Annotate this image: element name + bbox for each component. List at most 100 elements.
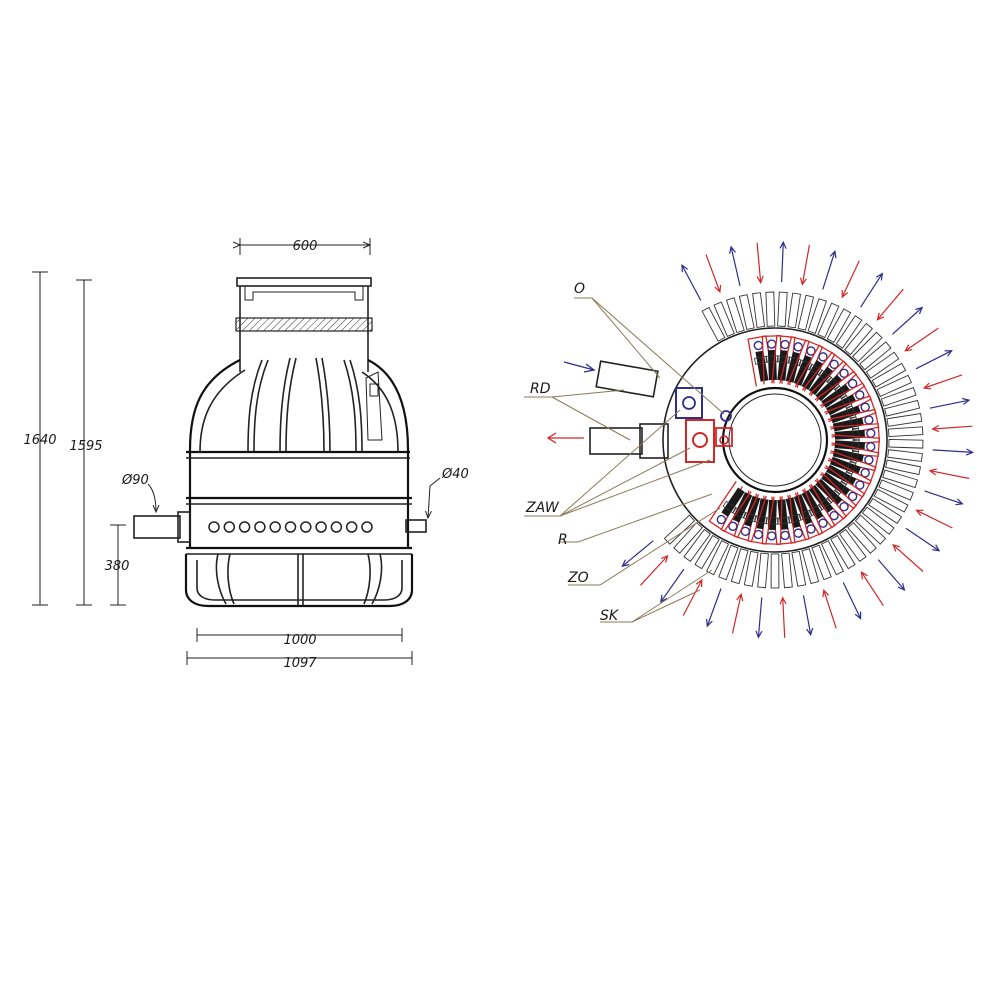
perforation-hole bbox=[300, 521, 312, 533]
radial-fins bbox=[663, 291, 924, 589]
radial-fin bbox=[663, 514, 696, 545]
radial-fin bbox=[844, 322, 873, 356]
perforation-hole bbox=[254, 521, 266, 533]
radial-fin bbox=[797, 294, 815, 331]
flow-arrows bbox=[621, 240, 974, 639]
dim-top-width: 600 bbox=[293, 239, 318, 254]
radial-fin bbox=[851, 331, 883, 363]
perforation-row bbox=[208, 521, 373, 533]
radial-fin bbox=[884, 399, 921, 417]
radial-fin bbox=[817, 302, 840, 339]
zaw-pipe bbox=[589, 427, 643, 455]
flow-arrow bbox=[932, 449, 973, 453]
radial-fin bbox=[781, 552, 793, 589]
perforation-hole bbox=[345, 521, 358, 533]
radial-fin bbox=[859, 341, 892, 371]
flow-arrow bbox=[905, 327, 939, 352]
module-segment bbox=[708, 481, 752, 533]
left-flow-arrows bbox=[546, 361, 596, 444]
radial-fin bbox=[777, 291, 788, 327]
label-sk: SK bbox=[600, 608, 620, 624]
inner-core bbox=[721, 386, 829, 494]
radial-fin bbox=[801, 548, 820, 585]
radial-fin bbox=[673, 522, 703, 554]
flow-arrow bbox=[905, 527, 940, 552]
flow-arrow bbox=[823, 590, 837, 629]
radial-fin bbox=[807, 298, 827, 334]
flow-arrow bbox=[706, 588, 722, 627]
red-distributor bbox=[685, 419, 715, 463]
radial-fin bbox=[847, 522, 877, 554]
radial-fin bbox=[765, 291, 776, 327]
radial-fin bbox=[705, 540, 730, 576]
radial-fin bbox=[880, 387, 917, 407]
flow-arrow bbox=[757, 597, 763, 638]
flow-arrow bbox=[932, 425, 973, 430]
label-rd: RD bbox=[530, 381, 551, 397]
label-zo: ZO bbox=[567, 570, 589, 586]
flow-arrow bbox=[860, 571, 884, 607]
radial-fin bbox=[770, 553, 780, 589]
leader-lines bbox=[524, 297, 725, 623]
flow-arrow bbox=[640, 555, 669, 586]
dim-height-inner: 1595 bbox=[69, 439, 102, 454]
blue-distributor bbox=[675, 387, 703, 419]
radial-fin bbox=[730, 548, 749, 585]
flow-arrow bbox=[660, 568, 685, 603]
flow-arrow bbox=[876, 288, 904, 321]
perforation-hole bbox=[238, 521, 251, 533]
radial-fin bbox=[838, 528, 867, 563]
hatched-collar bbox=[235, 317, 373, 332]
radial-fin bbox=[830, 534, 856, 570]
flow-arrow bbox=[682, 579, 703, 616]
flow-arrow bbox=[705, 254, 721, 293]
flow-arrow bbox=[801, 244, 810, 285]
inlet-pipe bbox=[133, 515, 181, 539]
radial-fin bbox=[752, 292, 766, 328]
radial-fin bbox=[701, 306, 726, 342]
radial-fin bbox=[873, 488, 909, 513]
perforation-hole bbox=[269, 521, 281, 533]
flow-arrow bbox=[860, 273, 883, 308]
radial-fin bbox=[876, 374, 912, 397]
label-r: R bbox=[558, 532, 568, 548]
perforation-hole bbox=[361, 521, 373, 533]
radial-fin bbox=[811, 544, 832, 581]
radial-fin bbox=[861, 506, 895, 535]
flow-arrow bbox=[929, 470, 970, 480]
perforation-hole bbox=[223, 521, 236, 533]
flow-arrow bbox=[681, 264, 702, 301]
radial-fin bbox=[885, 459, 922, 476]
flow-arrow bbox=[782, 597, 786, 638]
radial-fin bbox=[854, 514, 887, 545]
radial-fin bbox=[887, 449, 923, 462]
perforation-hole bbox=[330, 521, 343, 533]
radial-fin bbox=[835, 315, 863, 349]
flow-arrow bbox=[842, 582, 862, 619]
radial-fin bbox=[865, 351, 900, 379]
radial-fin bbox=[694, 534, 720, 570]
inlet-pipe-label: Ø90 bbox=[121, 473, 149, 488]
tank-bottom-cage bbox=[184, 554, 414, 608]
radial-fin bbox=[882, 469, 919, 489]
radial-fin bbox=[743, 550, 759, 587]
radial-fin bbox=[791, 550, 807, 587]
radial-fin bbox=[878, 479, 914, 501]
tank-dome-right bbox=[367, 359, 410, 548]
radial-fin bbox=[826, 308, 852, 344]
flow-arrow bbox=[622, 540, 654, 567]
side-view: 1640 1595 380 600 1000 1097 bbox=[23, 238, 469, 671]
radial-fin bbox=[888, 426, 924, 438]
flow-arrow bbox=[892, 544, 924, 572]
radial-fin bbox=[738, 294, 755, 331]
flow-arrow bbox=[841, 260, 860, 298]
radial-fin bbox=[757, 552, 769, 589]
perforation-hole bbox=[315, 521, 327, 533]
tank-dome-left bbox=[188, 359, 241, 548]
outlet-pipe-label: Ø40 bbox=[441, 467, 469, 482]
radial-fin bbox=[725, 297, 745, 334]
flow-arrow bbox=[929, 399, 970, 409]
flow-arrow bbox=[891, 307, 923, 335]
flow-arrow bbox=[756, 242, 762, 283]
